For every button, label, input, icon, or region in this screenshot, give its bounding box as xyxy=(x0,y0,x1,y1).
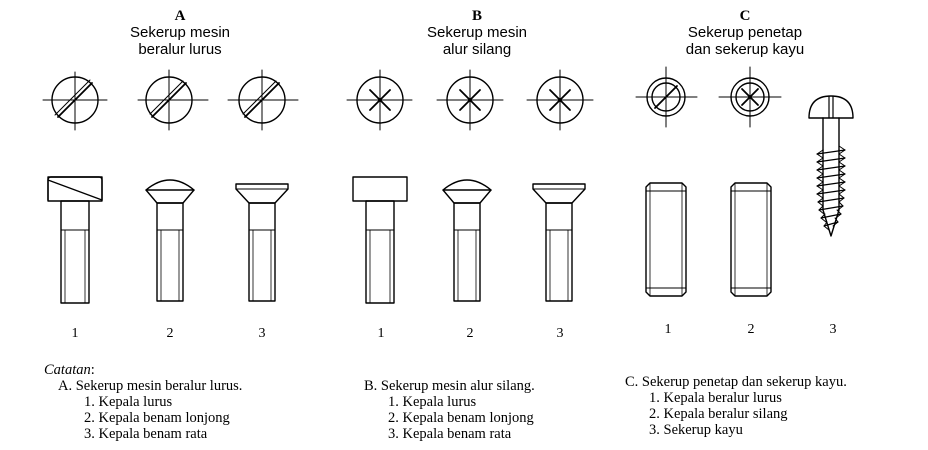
note-b-title: B. Sekerup mesin alur silang. xyxy=(364,378,535,394)
number-a2: 2 xyxy=(167,326,174,341)
number-c3: 3 xyxy=(830,322,837,337)
a2-top-view xyxy=(137,69,209,131)
c1-side-view xyxy=(645,182,687,297)
b1-side-view xyxy=(352,176,408,304)
note-a-item-2: 2. Kepala benam lonjong xyxy=(84,410,230,426)
number-c2: 2 xyxy=(748,322,755,337)
c2-side-view xyxy=(730,182,772,297)
notes-column-b: B. Sekerup mesin alur silang. 1. Kepala … xyxy=(364,378,535,442)
a3-top-view xyxy=(227,69,299,131)
a1-side-view xyxy=(47,176,103,304)
c2-top-view xyxy=(718,66,782,128)
number-a1: 1 xyxy=(72,326,79,341)
b3-side-view xyxy=(532,183,586,302)
note-c-item-2: 2. Kepala beralur silang xyxy=(649,406,788,422)
note-b-item-1: 1. Kepala lurus xyxy=(388,394,477,410)
note-a-item-1: 1. Kepala lurus xyxy=(84,394,173,410)
note-b-item-3: 3. Kepala benam rata xyxy=(388,426,512,442)
notes-column-a: Catatan: A. Sekerup mesin beralur lurus.… xyxy=(44,362,242,442)
group-c-heading: C Sekerup penetap dan sekerup kayu xyxy=(686,8,804,58)
number-b2: 2 xyxy=(467,326,474,341)
b2-top-view xyxy=(436,69,504,131)
group-a-title-line-1: Sekerup mesin xyxy=(130,24,230,41)
c1-top-view xyxy=(635,66,698,128)
note-a-title: A. Sekerup mesin beralur lurus. xyxy=(58,378,243,394)
number-c1: 1 xyxy=(665,322,672,337)
note-c-title: C. Sekerup penetap dan sekerup kayu. xyxy=(625,374,847,390)
b3-top-view xyxy=(526,69,594,131)
group-a-letter: A xyxy=(175,8,186,24)
notes-heading: Catatan: xyxy=(44,362,95,378)
number-b1: 1 xyxy=(378,326,385,341)
b1-top-view xyxy=(346,69,413,131)
group-a-title-line-2: beralur lurus xyxy=(138,41,221,58)
group-c-letter: C xyxy=(740,8,751,24)
a3-side-view xyxy=(235,183,289,302)
note-c-item-3: 3. Sekerup kayu xyxy=(649,422,743,438)
number-b3: 3 xyxy=(557,326,564,341)
a1-top-view xyxy=(42,71,108,131)
note-c-item-1: 1. Kepala beralur lurus xyxy=(649,390,782,406)
group-b-heading: B Sekerup mesin alur silang xyxy=(427,8,527,58)
item-numbers: 1 2 3 1 2 3 1 2 3 xyxy=(72,322,837,341)
notes-column-c: C. Sekerup penetap dan sekerup kayu. 1. … xyxy=(625,374,847,438)
number-a3: 3 xyxy=(259,326,266,341)
c3-wood-screw xyxy=(808,95,854,237)
a2-side-view xyxy=(145,179,195,302)
group-c-title-line-1: Sekerup penetap xyxy=(688,24,802,41)
group-b-title-line-1: Sekerup mesin xyxy=(427,24,527,41)
group-a-heading: A Sekerup mesin beralur lurus xyxy=(130,8,230,58)
group-b-letter: B xyxy=(472,8,482,24)
note-b-item-2: 2. Kepala benam lonjong xyxy=(388,410,534,426)
b2-side-view xyxy=(442,179,492,302)
group-c-title-line-2: dan sekerup kayu xyxy=(686,41,804,58)
group-b-title-line-2: alur silang xyxy=(443,41,511,58)
note-a-item-3: 3. Kepala benam rata xyxy=(84,426,208,442)
